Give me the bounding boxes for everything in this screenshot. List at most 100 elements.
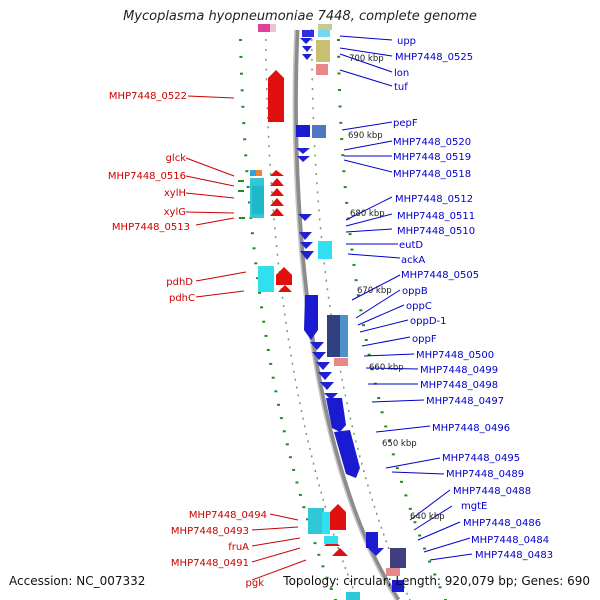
reverse-gene-label: MHP7448_0494 [189, 510, 267, 521]
gc-dot [413, 521, 417, 524]
gc-dot [350, 248, 354, 251]
forward-gene-label: MHP7448_0498 [420, 380, 498, 391]
gene-feature [302, 54, 312, 60]
forward-gene-label: MHP7448_0497 [426, 396, 504, 407]
gc-dot [282, 430, 286, 433]
leader-line [385, 457, 441, 469]
gc-dot [272, 209, 275, 212]
forward-gene-label: oppB [402, 286, 428, 297]
gene-feature [334, 358, 348, 366]
gene-feature [318, 372, 332, 380]
gc-dot [302, 417, 304, 420]
gc-dot [384, 425, 388, 428]
gc-dot [395, 467, 399, 470]
gc-dot [330, 313, 332, 316]
gc-dot [312, 462, 315, 465]
gc-dot [303, 425, 306, 428]
gc-dot [266, 97, 268, 100]
gc-dot [313, 542, 317, 545]
leader-line [363, 353, 415, 357]
gc-dot [274, 390, 278, 393]
kbp-label: 660 kbp [369, 363, 404, 373]
gc-dot [352, 263, 356, 266]
leader-line [429, 553, 473, 561]
gc-dot [242, 122, 246, 125]
gene-feature [312, 125, 326, 138]
gc-dot [298, 493, 302, 496]
gc-dot [318, 209, 320, 212]
gc-dot [299, 402, 301, 405]
gc-dot [277, 262, 280, 265]
forward-gene-label: tuf [394, 82, 408, 93]
gene-feature [392, 580, 404, 592]
gc-dot [337, 89, 341, 92]
gc-dot [359, 309, 363, 312]
leader-line [391, 471, 445, 475]
gc-dot [345, 201, 349, 204]
leader-line [347, 253, 401, 259]
gene-feature [324, 393, 338, 400]
gene-feature [318, 24, 332, 30]
leader-line [375, 425, 431, 433]
gc-dot [266, 116, 269, 119]
gc-dot [241, 105, 245, 108]
gc-dot [262, 320, 266, 323]
leader-line [269, 513, 299, 521]
gc-dot [346, 402, 348, 405]
gc-dot [252, 247, 256, 250]
forward-gene-label: MHP7448_0489 [446, 469, 524, 480]
gene-feature [322, 512, 330, 534]
gc-dot [289, 346, 291, 349]
gc-dot [354, 279, 358, 282]
gc-dot [254, 262, 258, 265]
gene-feature [296, 125, 310, 137]
gc-dot [315, 173, 317, 176]
leader-line [195, 290, 245, 298]
leader-line [409, 489, 451, 521]
gc-dot [282, 305, 285, 308]
forward-gene-label: MHP7448_0495 [442, 453, 520, 464]
reverse-gene-label: MHP7448_0522 [109, 91, 187, 102]
gc-dot [337, 55, 341, 58]
gc-dot [311, 38, 313, 41]
gc-dot [380, 526, 383, 529]
leader-line [251, 526, 299, 531]
leader-line [413, 505, 453, 531]
gc-dot [343, 386, 345, 389]
gene-feature [300, 251, 314, 260]
leader-line [343, 159, 393, 173]
forward-gene-label: MHP7448_0486 [463, 518, 541, 529]
kbp-label: 670 kbp [357, 286, 392, 296]
gc-dot [385, 540, 387, 543]
topology-text: Topology: circular; Length: 920,079 bp; … [283, 574, 590, 588]
gc-dot [293, 370, 295, 373]
leader-line [345, 213, 393, 227]
kbp-label: 640 kbp [410, 512, 445, 522]
gc-dot [341, 154, 345, 157]
gc-dot [367, 484, 369, 487]
gc-dot [320, 491, 322, 494]
forward-gene-label: MHP7448_0488 [453, 486, 531, 497]
gc-dot [309, 447, 311, 450]
gc-dot [243, 138, 247, 141]
gene-feature [340, 315, 348, 357]
forward-gene-label: MHP7448_0512 [395, 194, 473, 205]
gc-dot [380, 411, 384, 414]
leader-line [185, 211, 235, 214]
gene-feature [258, 24, 270, 32]
gene-feature [270, 198, 284, 206]
gc-dot [364, 339, 368, 341]
gene-feature [268, 70, 284, 122]
gc-dot [311, 78, 313, 81]
gc-dot [387, 439, 391, 442]
gc-dot [311, 58, 313, 61]
gc-dot [404, 494, 408, 497]
gc-dot [281, 296, 284, 299]
gene-feature [270, 208, 284, 216]
gc-dot [391, 453, 395, 456]
gene-feature [330, 504, 346, 530]
forward-gene-label: MHP7448_0499 [420, 365, 498, 376]
gene-feature [320, 382, 334, 390]
gc-dot [277, 403, 281, 406]
